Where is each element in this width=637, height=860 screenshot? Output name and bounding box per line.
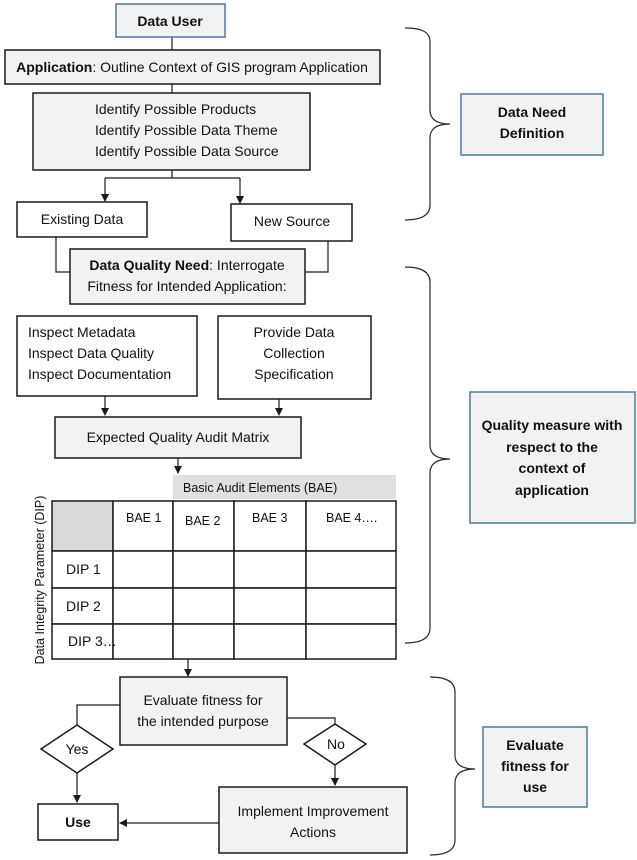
implement-line1: Implement Improvement xyxy=(238,803,389,819)
new-source-box: New Source xyxy=(230,203,353,242)
dq-need-bold: Data Quality Need xyxy=(89,257,209,273)
application-label: Application: Outline Context of GIS prog… xyxy=(16,59,368,75)
quality-measure-box: Quality measure with respect to the cont… xyxy=(469,391,636,524)
matrix-cell xyxy=(112,623,174,660)
evaluate-fitness-box: Evaluate fitness for use xyxy=(482,726,588,808)
dq-need-rest: : Interrogate xyxy=(209,257,285,273)
matrix-cell xyxy=(233,587,307,625)
data-quality-need-box: Data Quality Need: Interrogate Fitness f… xyxy=(69,248,306,305)
evaluate-fitness-line1: Evaluate xyxy=(506,737,564,753)
matrix-cell xyxy=(172,587,235,625)
no-decision: No xyxy=(302,723,368,766)
matrix-cell xyxy=(172,550,235,589)
implement-line2: Actions xyxy=(290,824,336,840)
matrix-header-cell xyxy=(112,500,174,552)
matrix-header-cell xyxy=(305,500,397,552)
bae-col-4: BAE 4…. xyxy=(326,511,377,525)
no-label: No xyxy=(327,736,345,752)
inspect-data-quality: Inspect Data Quality xyxy=(28,345,154,361)
provide-line1: Provide Data xyxy=(254,324,335,340)
matrix-cell xyxy=(305,587,397,625)
data-need-definition-box: Data Need Definition xyxy=(460,93,604,156)
matrix-cell xyxy=(305,550,397,589)
matrix-cell xyxy=(112,550,174,589)
provide-box: Provide Data Collection Specification xyxy=(217,315,372,400)
matrix-cell xyxy=(233,550,307,589)
inspect-box: Inspect Metadata Inspect Data Quality In… xyxy=(16,315,198,397)
matrix-cell xyxy=(233,623,307,660)
dq-need-line1: Data Quality Need: Interrogate xyxy=(89,257,285,273)
existing-data-box: Existing Data xyxy=(16,201,148,238)
identify-theme: Identify Possible Data Theme xyxy=(95,122,278,138)
inspect-metadata: Inspect Metadata xyxy=(28,324,136,340)
audit-matrix-grid: BAE 1 BAE 2 BAE 3 BAE 4…. DIP 1 DIP 2 DI… xyxy=(33,496,397,665)
matrix-row-header-cell xyxy=(51,550,114,589)
identify-source: Identify Possible Data Source xyxy=(95,143,279,159)
matrix-cell xyxy=(305,623,397,660)
dip-axis-label: Data Integrity Parameter (DIP) xyxy=(33,496,47,665)
audit-matrix-label: Expected Quality Audit Matrix xyxy=(87,429,270,445)
matrix-corner-cell xyxy=(51,500,114,552)
use-label: Use xyxy=(65,814,91,830)
new-source-label: New Source xyxy=(254,213,330,229)
provide-line3: Specification xyxy=(254,366,333,382)
brace-evaluate-fitness xyxy=(429,676,476,856)
evaluate-line1: Evaluate fitness for xyxy=(143,692,262,708)
application-box: Application: Outline Context of GIS prog… xyxy=(4,49,381,85)
provide-line2: Collection xyxy=(263,345,324,361)
matrix-cell xyxy=(172,623,235,660)
dip-row-3: DIP 3… xyxy=(68,633,117,649)
identify-products: Identify Possible Products xyxy=(95,101,256,117)
bae-col-3: BAE 3 xyxy=(252,511,287,525)
matrix-row-header-cell xyxy=(51,623,114,660)
use-box: Use xyxy=(37,803,119,841)
evaluate-fitness-line3: use xyxy=(523,779,547,795)
matrix-cell xyxy=(112,587,174,625)
bae-header: Basic Audit Elements (BAE) xyxy=(173,475,396,499)
evaluate-line2: the intended purpose xyxy=(137,713,269,729)
brace-data-need xyxy=(404,27,451,221)
evaluate-box: Evaluate fitness for the intended purpos… xyxy=(119,676,288,746)
quality-measure-line2: respect to the xyxy=(506,439,598,455)
matrix-header-cell xyxy=(172,500,235,552)
bae-col-2: BAE 2 xyxy=(185,514,220,528)
data-need-line1: Data Need xyxy=(498,104,566,120)
bae-col-1: BAE 1 xyxy=(126,511,161,525)
implement-box: Implement Improvement Actions xyxy=(218,786,408,854)
quality-measure-line1: Quality measure with xyxy=(482,417,623,433)
dip-row-1: DIP 1 xyxy=(66,561,101,577)
audit-matrix-box: Expected Quality Audit Matrix xyxy=(54,416,302,459)
matrix-header-cell xyxy=(233,500,307,552)
data-user-label: Data User xyxy=(137,13,203,29)
inspect-documentation: Inspect Documentation xyxy=(28,366,171,382)
brace-quality-measure xyxy=(404,266,451,644)
application-bold: Application xyxy=(16,59,92,75)
identify-box: Identify Possible Products Identify Poss… xyxy=(32,92,311,171)
evaluate-fitness-line2: fitness for xyxy=(501,758,569,774)
yes-decision: Yes xyxy=(39,724,115,774)
yes-label: Yes xyxy=(66,741,89,757)
quality-measure-line3: context of xyxy=(519,460,586,476)
data-user-box: Data User xyxy=(115,3,226,38)
existing-data-label: Existing Data xyxy=(41,211,124,227)
dip-row-2: DIP 2 xyxy=(66,598,101,614)
connectors xyxy=(55,37,339,827)
data-need-line2: Definition xyxy=(500,125,565,141)
quality-measure-line4: application xyxy=(515,482,589,498)
application-rest: : Outline Context of GIS program Applica… xyxy=(92,59,367,75)
dq-need-line2: Fitness for Intended Application: xyxy=(87,278,286,294)
bae-header-label: Basic Audit Elements (BAE) xyxy=(183,481,337,495)
